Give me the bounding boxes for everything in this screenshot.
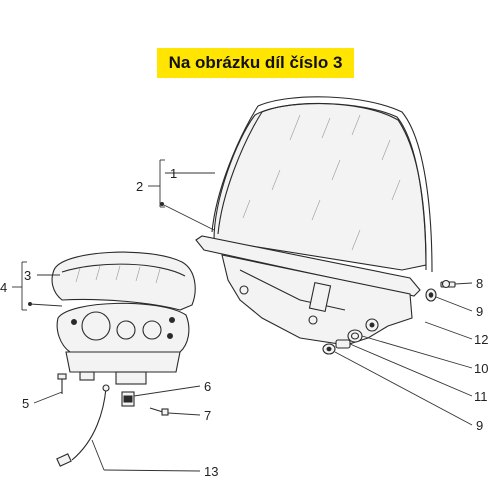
temp-gauge-dial (142, 320, 162, 340)
nut-11 (335, 339, 351, 349)
windshield-edge-trim-inner (217, 102, 427, 271)
cable-13 (56, 384, 110, 467)
callout-7: 7 (204, 408, 211, 423)
callout-12: 12 (474, 332, 488, 347)
callout-11: 11 (474, 389, 488, 404)
bracket-tab (308, 281, 332, 313)
callout-9-upper: 9 (476, 304, 483, 319)
bracket-fold (239, 269, 346, 311)
callout-8: 8 (476, 276, 483, 291)
cover-lens-line (61, 263, 186, 277)
group-bracket-4 (12, 261, 63, 311)
cluster-face (56, 302, 190, 353)
screw-5 (57, 373, 67, 394)
part-number-banner: Na obrázku díl číslo 3 (157, 48, 354, 78)
bracket-hole-center (369, 322, 375, 328)
cover-hatching (75, 265, 161, 284)
callout-13: 13 (204, 464, 218, 479)
callout-3: 3 (24, 268, 31, 283)
instrument-cluster (56, 302, 190, 385)
leader-lines (33, 282, 473, 472)
callout-1: 1 (170, 166, 177, 181)
cluster-connector (115, 371, 147, 385)
cluster-mount (79, 371, 95, 381)
windshield-bottom-bar (195, 235, 421, 297)
bracket-slot (239, 285, 249, 295)
indicator-3 (167, 333, 173, 339)
indicator-2 (169, 317, 175, 323)
callout-4: 4 (0, 280, 7, 295)
fuel-gauge-dial (116, 320, 136, 340)
speedometer-dial (81, 311, 111, 341)
callout-2: 2 (136, 179, 143, 194)
glass-hatching (242, 114, 401, 251)
indicator-1 (71, 319, 77, 325)
callout-5: 5 (22, 396, 29, 411)
screw-8 (440, 279, 456, 289)
callout-6: 6 (204, 379, 211, 394)
bracket-hole (365, 318, 379, 332)
cluster-housing (65, 351, 181, 373)
callout-9-lower: 9 (476, 418, 483, 433)
windshield-edge-trim (211, 96, 433, 273)
screw-7 (149, 407, 169, 416)
instrument-cover (51, 251, 196, 311)
group-bracket-2 (148, 159, 215, 231)
washer-9-upper (425, 288, 437, 302)
windshield (195, 96, 433, 297)
callout-10: 10 (474, 361, 488, 376)
bracket-slot-2 (308, 315, 318, 325)
bushing-10 (347, 329, 363, 343)
clip-6 (121, 391, 135, 407)
washer-9-lower (322, 343, 336, 355)
cover-shell (51, 251, 196, 311)
